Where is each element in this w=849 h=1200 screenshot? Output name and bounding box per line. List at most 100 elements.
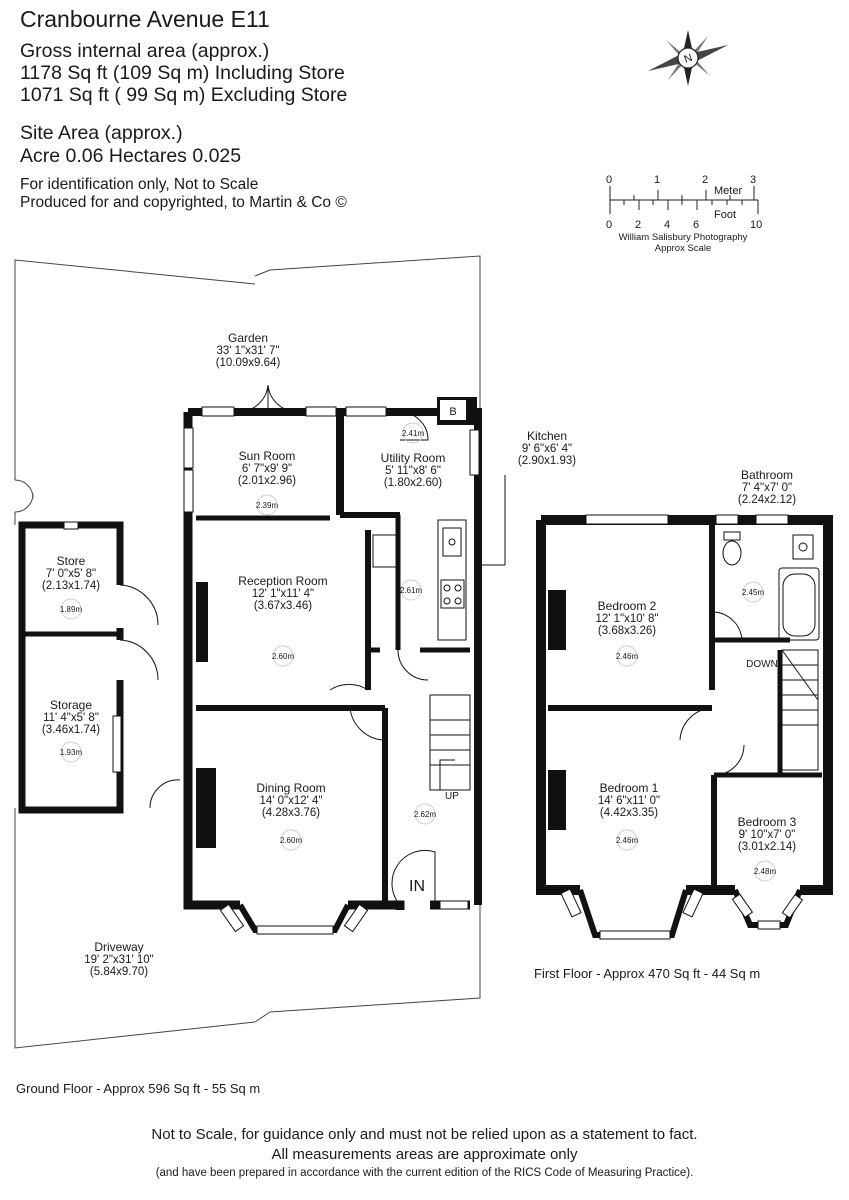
svg-text:(2.13x1.74): (2.13x1.74) [42,580,100,592]
first-floor-windows [560,514,804,940]
identification-note: For identification only, Not to Scale [20,176,259,193]
bedroom1-chimney [548,770,566,830]
svg-text:Bedroom 1: Bedroom 1 [600,781,659,795]
svg-text:(2.01x2.96): (2.01x2.96) [238,475,296,487]
svg-text:33' 1"x31' 7": 33' 1"x31' 7" [216,345,279,357]
svg-text:7' 0"x5' 8": 7' 0"x5' 8" [46,568,96,580]
svg-text:1.89m: 1.89m [60,605,83,614]
svg-text:2.60m: 2.60m [280,836,303,845]
site-area-label: Site Area (approx.) [20,122,183,144]
copyright-note: Produced for and copyrighted, to Martin … [20,194,347,211]
sun-room-label: Sun Room 6' 7"x9' 9" (2.01x2.96) 2.39m [238,449,296,516]
property-title: Cranbourne Avenue E11 [20,6,270,32]
first-floor-walls [536,515,833,938]
bedroom-1-label: Bedroom 1 14' 6"x11' 0" (4.42x3.35) 2.46… [598,781,660,851]
site-area-value: Acre 0.06 Hectares 0.025 [20,145,242,167]
bedroom-3-label: Bedroom 3 9' 10"x7' 0" (3.01x2.14) 2.48m [738,815,797,882]
svg-text:2.48m: 2.48m [754,867,777,876]
gross-area-label: Gross internal area (approx.) [20,40,270,62]
garden-label: Garden 33' 1"x31' 7" (10.09x9.64) [216,331,281,369]
dining-chimney [196,768,216,848]
svg-text:2.46m: 2.46m [616,652,639,661]
meter-tick-0: 0 [606,174,612,186]
svg-text:9' 10"x7' 0": 9' 10"x7' 0" [739,829,796,841]
svg-text:Utility Room: Utility Room [381,451,446,465]
svg-text:(3.01x2.14): (3.01x2.14) [738,841,796,853]
svg-text:Driveway: Driveway [94,940,143,954]
svg-text:2.60m: 2.60m [272,652,295,661]
hall-label: 2.62m UP IN [409,791,459,895]
kitchen-label: Kitchen 9' 6"x6' 4" (2.90x1.93) 2.61m [400,429,576,601]
plot-boundary [14,255,481,1049]
svg-text:Sun Room: Sun Room [239,449,296,463]
first-floor-caption: First Floor - Approx 470 Sq ft - 44 Sq m [534,966,761,981]
entrance-label: IN [409,878,425,895]
svg-text:Dining Room: Dining Room [256,781,325,795]
svg-text:Reception Room: Reception Room [238,574,327,588]
scale-approx: Approx Scale [655,243,712,254]
svg-text:2.46m: 2.46m [616,836,639,845]
svg-text:2.45m: 2.45m [742,588,765,597]
svg-text:(10.09x9.64): (10.09x9.64) [216,357,281,369]
meter-label: Meter [714,185,742,197]
compass-icon: N [648,30,728,86]
svg-text:Bathroom: Bathroom [741,468,793,482]
foot-tick-0: 0 [606,219,612,231]
svg-text:(3.67x3.46): (3.67x3.46) [254,600,312,612]
area-including-store: 1178 Sq ft (109 Sq m) Including Store [20,62,345,84]
area-excluding-store: 1071 Sq ft ( 99 Sq m) Excluding Store [20,84,348,106]
reception-room-label: Reception Room 12' 1"x11' 4" (3.67x3.46)… [238,574,328,667]
meter-tick-3: 3 [750,174,756,186]
svg-text:12' 1"x10' 8": 12' 1"x10' 8" [595,613,658,625]
boiler-label: B [449,406,456,418]
bedroom-2-label: Bedroom 2 12' 1"x10' 8" (3.68x3.26) 2.46… [595,599,659,667]
stairs-up-label: UP [445,791,459,802]
foot-tick-10: 10 [750,219,762,231]
svg-text:(5.84x9.70): (5.84x9.70) [90,966,148,978]
svg-text:9' 6"x6' 4": 9' 6"x6' 4" [522,443,572,455]
driveway-label: Driveway 19' 2"x31' 10" (5.84x9.70) [84,940,153,978]
outbuilding-walls [18,521,159,814]
meter-tick-1: 1 [654,174,660,186]
ground-floor-windows [183,406,480,935]
svg-text:Storage: Storage [50,698,92,712]
svg-text:11' 4"x5' 8": 11' 4"x5' 8" [43,712,99,724]
reception-chimney [196,582,208,662]
svg-text:(4.42x3.35): (4.42x3.35) [600,807,658,819]
svg-text:19' 2"x31' 10": 19' 2"x31' 10" [84,954,153,966]
store-label: Store 7' 0"x5' 8" (2.13x1.74) 1.89m [42,554,100,620]
ground-floor-caption: Ground Floor - Approx 596 Sq ft - 55 Sq … [16,1081,261,1096]
svg-text:(4.28x3.76): (4.28x3.76) [262,807,320,819]
kitchen-fixtures [372,475,506,641]
scale-credit: William Salisbury Photography [619,232,748,243]
svg-text:Bedroom 2: Bedroom 2 [598,599,657,613]
svg-text:Garden: Garden [228,331,268,345]
svg-text:2.62m: 2.62m [414,810,437,819]
disclaimer-line-3: (and have been prepared in accordance wi… [155,1167,694,1179]
first-floor-fixtures [679,531,820,776]
svg-text:N: N [683,52,695,66]
bathroom-label: Bathroom 7' 4"x7' 0" (2.24x2.12) 2.45m [738,468,796,603]
foot-label: Foot [714,209,736,221]
scale-bar [609,186,759,214]
svg-text:2.61m: 2.61m [400,586,423,595]
svg-text:14' 6"x11' 0": 14' 6"x11' 0" [598,795,660,807]
storage-label: Storage 11' 4"x5' 8" (3.46x1.74) 1.93m [42,698,100,763]
svg-text:(1.80x2.60): (1.80x2.60) [384,477,442,489]
dining-room-label: Dining Room 14' 0"x12' 4" (4.28x3.76) 2.… [256,781,326,851]
svg-text:(3.46x1.74): (3.46x1.74) [42,724,100,736]
foot-tick-2: 2 [635,219,641,231]
svg-text:12' 1"x11' 4": 12' 1"x11' 4" [252,588,314,600]
ground-stairs [429,694,471,791]
svg-text:1.93m: 1.93m [60,748,83,757]
svg-text:2.41m: 2.41m [402,429,425,438]
svg-text:(2.24x2.12): (2.24x2.12) [738,494,796,506]
svg-text:Bedroom 3: Bedroom 3 [738,815,797,829]
sun-room-doors [149,384,436,906]
svg-text:Kitchen: Kitchen [527,429,567,443]
bedroom2-chimney [548,590,566,650]
svg-text:5' 11"x8' 6": 5' 11"x8' 6" [385,465,441,477]
foot-tick-6: 6 [693,219,699,231]
svg-text:2.39m: 2.39m [256,501,279,510]
